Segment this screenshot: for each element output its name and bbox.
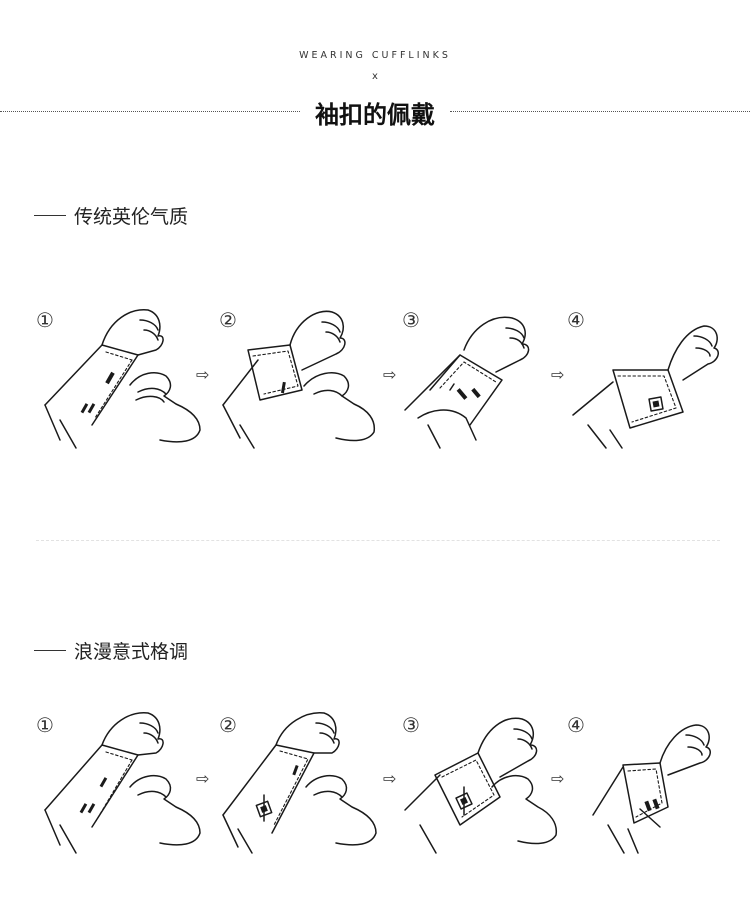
cuff-illustration-step3: [404, 316, 530, 449]
step-number-4: ④: [567, 308, 585, 332]
title-rule-left: [0, 111, 300, 112]
arrow-icon: ⇨: [383, 769, 397, 788]
step-number-3: ③: [402, 713, 420, 737]
header-cross: x: [372, 71, 378, 82]
header-eyebrow: WEARING CUFFLINKS: [299, 50, 451, 61]
step-number-2: ②: [219, 308, 237, 332]
arrow-icon: ⇨: [196, 365, 210, 384]
arrow-icon: ⇨: [551, 365, 565, 384]
cuff-illustration-step1: [44, 712, 201, 854]
section-dash: [34, 215, 66, 216]
page-title-text: 袖扣的佩戴: [309, 101, 441, 129]
cuff-illustration-step1: [44, 309, 201, 449]
page-title: 袖扣的佩戴: [0, 95, 750, 130]
cuff-illustration-step2: [222, 310, 376, 449]
section-divider: [36, 540, 720, 541]
step-number-1: ①: [36, 713, 54, 737]
section-title-romantic: 浪漫意式格调: [34, 637, 188, 664]
step-number-2: ②: [219, 713, 237, 737]
section-title-traditional: 传统英伦气质: [34, 202, 188, 229]
step-number-3: ③: [402, 308, 420, 332]
section-title-text: 浪漫意式格调: [74, 641, 189, 663]
step-number-1: ①: [36, 308, 54, 332]
section-dash: [34, 650, 66, 651]
cuff-illustration-step2: [222, 712, 377, 854]
cuff-illustration-step3: [404, 717, 558, 854]
arrow-icon: ⇨: [196, 769, 210, 788]
cuff-illustration-step4: [572, 325, 719, 449]
arrow-icon: ⇨: [551, 769, 565, 788]
section-title-text: 传统英伦气质: [74, 206, 189, 228]
cuff-illustration-step4: [592, 724, 711, 854]
title-rule-right: [450, 111, 750, 112]
arrow-icon: ⇨: [383, 365, 397, 384]
step-number-4: ④: [567, 713, 585, 737]
